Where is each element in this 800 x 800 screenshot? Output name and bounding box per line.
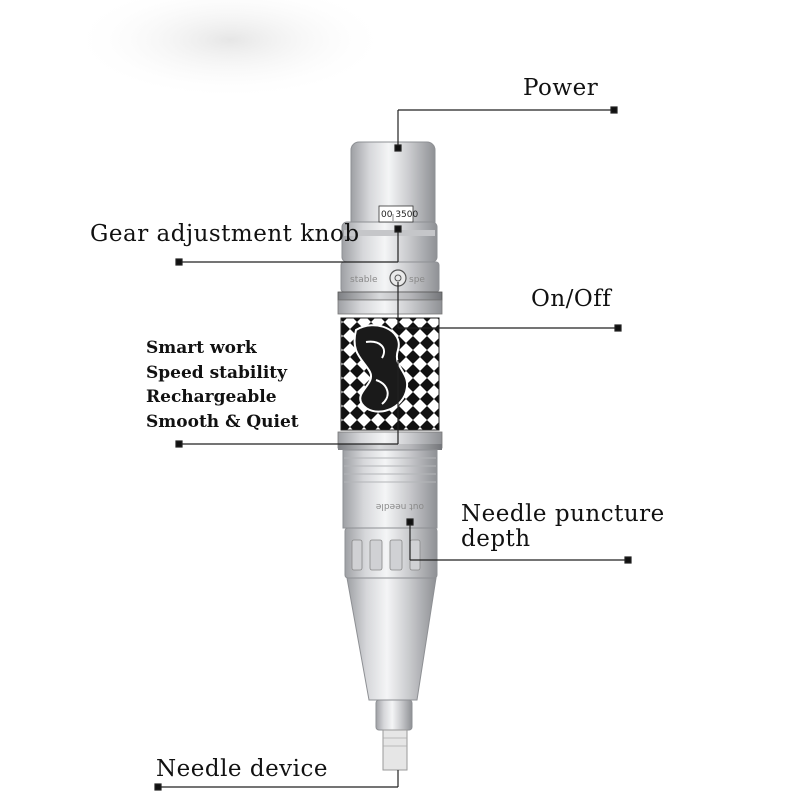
needle-cartridge: [382, 729, 408, 771]
gear-scale-text: 00 3500: [381, 210, 418, 220]
label-power: Power: [523, 75, 599, 101]
nose-tip: [375, 699, 413, 731]
label-needle-depth-1: Needle puncture: [461, 501, 665, 527]
label-needle-device: Needle device: [156, 756, 329, 782]
feature-item: Smart work: [146, 338, 257, 358]
background-haze: [70, 0, 390, 100]
sleeve-text: out needle: [375, 501, 424, 511]
upper-ring: [337, 291, 443, 301]
grip-grooves: [344, 457, 436, 483]
gear-knob-ring: [344, 230, 435, 236]
feature-item: Smooth & Quiet: [146, 411, 299, 432]
feature-item: Speed stability: [146, 362, 288, 383]
feature-list: Smart work Speed stability Rechargeable …: [146, 336, 299, 434]
tribal-motif-icon: [353, 324, 409, 413]
label-gear-knob: Gear adjustment knob: [90, 221, 360, 247]
leader-lines: [154, 106, 632, 791]
tapered-nose: [346, 577, 437, 701]
lower-ring-dark: [338, 444, 442, 450]
cartridge-ridges: [383, 737, 407, 747]
grip-sleeve: [342, 449, 438, 529]
feature-item: Rechargeable: [146, 387, 277, 407]
gear-scale-window: 00 3500: [378, 205, 418, 223]
upper-ring-2: [337, 299, 443, 315]
label-on-off: On/Off: [531, 286, 612, 312]
label-needle-depth-2: depth: [461, 526, 531, 552]
band-right-text: spe: [409, 275, 425, 285]
depth-ring-notches: [351, 539, 421, 571]
band-left-text: stable: [350, 275, 378, 285]
